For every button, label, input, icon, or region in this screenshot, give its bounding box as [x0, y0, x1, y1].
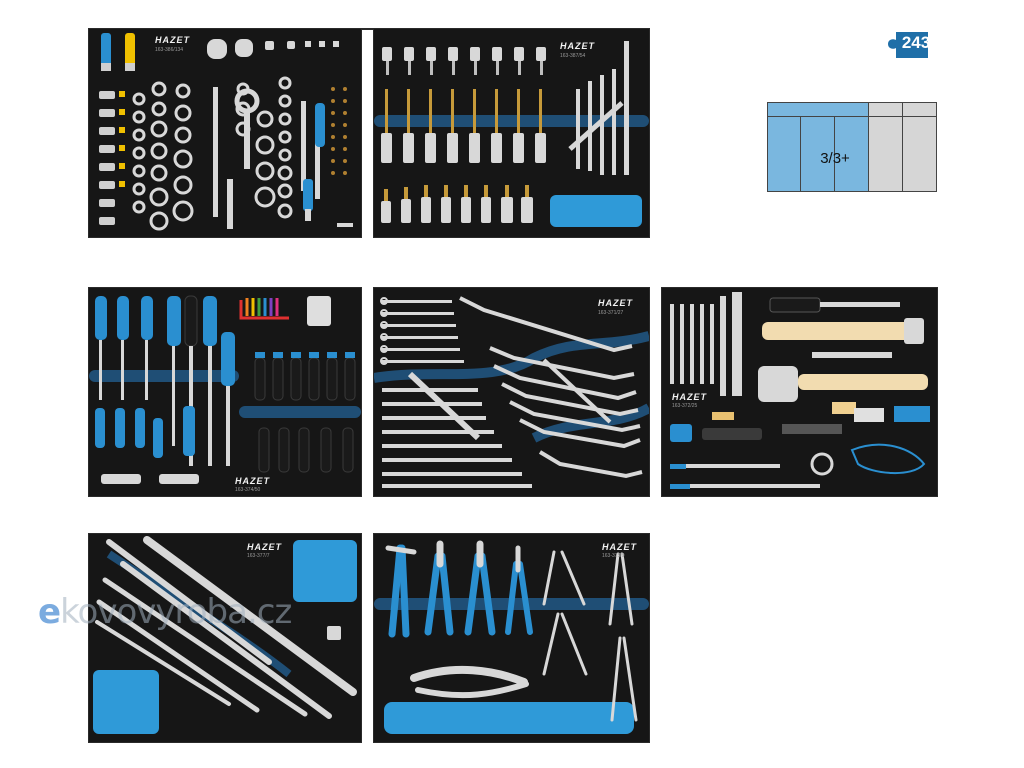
- tray-part-number: 163-374/50: [235, 487, 261, 493]
- site-watermark: ekovovyroba.cz: [38, 592, 292, 632]
- tray-bit-illustration: [374, 41, 649, 227]
- watermark-accent-letter: e: [38, 592, 61, 632]
- tray-brand-logo: HAZET: [155, 35, 190, 45]
- tray-pliers-set: HAZET 163-375/9: [373, 533, 650, 743]
- tray-screwdriver-set: HAZET 163-374/50: [88, 287, 362, 497]
- tray-brand-logo: HAZET: [560, 41, 595, 51]
- watermark-text: kovovyroba.cz: [60, 592, 292, 632]
- tray-hammer-illustration: [670, 292, 930, 489]
- badge-number: 243: [901, 33, 931, 52]
- tray-part-number: 163-377/7: [247, 553, 270, 559]
- tray-part-number: 163-372/25: [672, 403, 698, 409]
- tray-part-number: 163-386/134: [155, 47, 184, 53]
- tray-part-number: 163-371/27: [598, 310, 624, 316]
- puzzle-piece-icon: [888, 32, 928, 58]
- tray-socket-illustration: [99, 33, 353, 231]
- tray-screwdriver-illustration: [89, 295, 361, 484]
- tray-bit-socket-set: HAZET 163-387/54: [373, 28, 650, 238]
- tray-part-number: 163-387/54: [560, 53, 586, 59]
- tray-breaker-bar-set: HAZET 163-377/7: [88, 533, 362, 743]
- tray-wrench-illustration: [374, 296, 649, 488]
- tray-brand-logo: HAZET: [247, 542, 282, 552]
- tray-brand-logo: HAZET: [598, 298, 633, 308]
- drawer-fill-label: 3/3+: [820, 150, 850, 167]
- tray-wrench-set: HAZET 163-371/27: [373, 287, 650, 497]
- tray-brand-logo: HAZET: [235, 476, 270, 486]
- tray-socket-set: HAZET 163-386/134: [88, 28, 362, 238]
- tray-brand-logo: HAZET: [602, 542, 637, 552]
- tray-hammer-chisel-set: HAZET 163-372/25: [661, 287, 938, 497]
- tray-brand-logo: HAZET: [672, 392, 707, 402]
- tray-breaker-bar-illustration: [93, 536, 357, 734]
- tray-part-number: 163-375/9: [602, 553, 625, 559]
- tray-pliers-illustration: [374, 540, 649, 734]
- drawer-layout-diagram: [767, 102, 937, 192]
